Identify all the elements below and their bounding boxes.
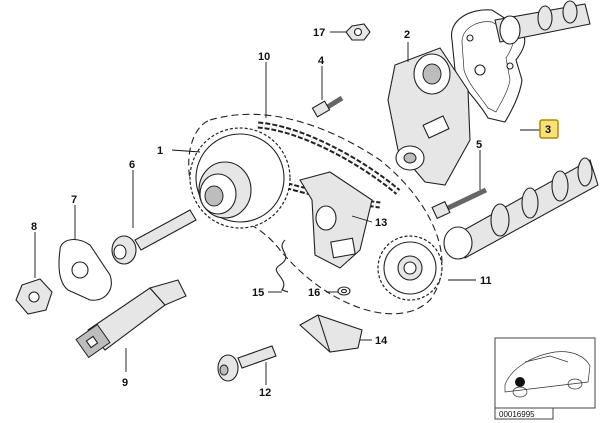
callout-2: 2 xyxy=(404,29,410,41)
lower-camshaft xyxy=(443,157,599,260)
callout-11: 11 xyxy=(480,275,492,287)
callout-15: 15 xyxy=(252,287,264,299)
leader-lines xyxy=(34,31,545,385)
bolt-12 xyxy=(217,345,277,382)
callout-5: 5 xyxy=(476,139,482,151)
callout-4: 4 xyxy=(318,55,325,67)
callout-8: 8 xyxy=(31,221,37,233)
vehicle-location-inset: 00016995 xyxy=(494,337,596,420)
callout-1: 1 xyxy=(157,145,163,157)
engine-location-dot-icon xyxy=(515,377,525,387)
nut-8 xyxy=(15,278,53,315)
callout-12: 12 xyxy=(259,387,271,399)
washer-16 xyxy=(337,286,351,296)
callout-6: 6 xyxy=(129,159,135,171)
nut-17 xyxy=(345,23,371,41)
bracket-14 xyxy=(299,314,363,353)
bolt-5 xyxy=(431,187,488,220)
inset-image-code: 00016995 xyxy=(499,410,535,419)
callout-10: 10 xyxy=(258,51,270,63)
callout-17: 17 xyxy=(313,27,325,39)
callout-16: 16 xyxy=(308,287,320,299)
camshaft-sprocket xyxy=(189,127,291,229)
callout-13: 13 xyxy=(375,217,387,229)
bolt-6 xyxy=(111,209,197,265)
callout-14: 14 xyxy=(375,335,388,347)
callout-3: 3 xyxy=(545,124,551,136)
small-sprocket xyxy=(377,235,443,301)
chain-tensioner-housing xyxy=(387,47,471,186)
bolt-4 xyxy=(311,95,344,118)
callout-labels: 1 2 3 4 5 6 7 8 9 10 11 12 13 14 15 16 1… xyxy=(31,27,559,399)
callout-3-highlight-box xyxy=(539,119,559,139)
upper-camshaft xyxy=(494,0,591,45)
sensor-9 xyxy=(75,279,187,359)
spring-15 xyxy=(275,239,289,293)
impulse-plate-7 xyxy=(58,239,112,301)
callout-9: 9 xyxy=(122,377,128,389)
callout-7: 7 xyxy=(71,194,77,206)
chain-guide-13 xyxy=(299,171,373,269)
